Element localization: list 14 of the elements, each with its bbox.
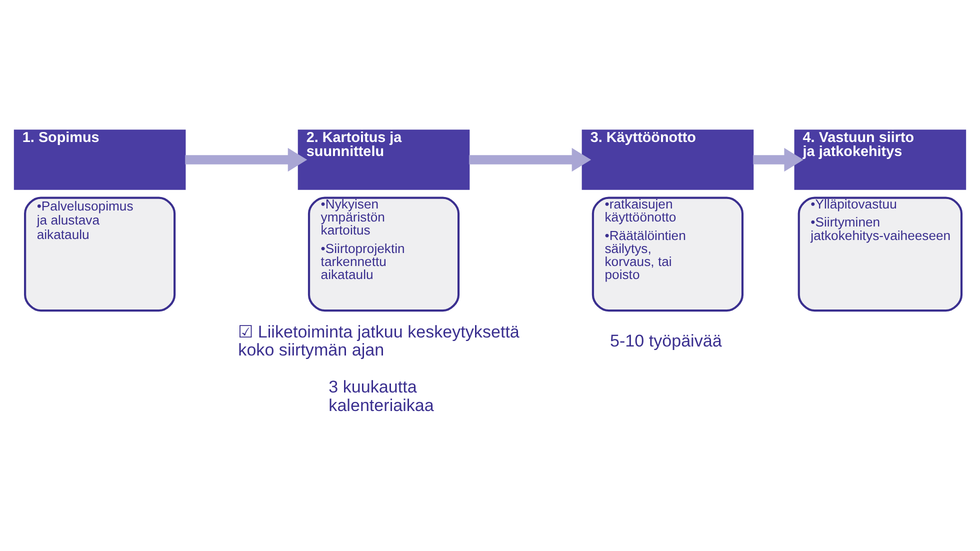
arrow	[185, 148, 308, 172]
node-box: •Nykyisen ympäristön kartoitus •Siirtoprojektin tarkennettu aikataulu	[308, 196, 460, 312]
node-box: 2. Kartoitus ja suunnittelu	[298, 130, 470, 190]
label: ☑ Liiketoiminta jatkuu keskeytyksettä koko siirtymän ajan	[238, 322, 520, 360]
arrow	[469, 148, 592, 172]
node-box: 4. Vastuun siirto ja jatkokehitys	[794, 130, 966, 190]
node-box: •Ylläpitovastuu •Siirtyminen jatkokehitys-vaiheeseen	[798, 196, 963, 312]
node-box: •ratkaisujen käyttöönotto •Räätälöintien säilytys, korvaus, tai poisto	[592, 196, 744, 312]
node-box: •Palvelusopimus ja alustava aikataulu	[24, 196, 176, 312]
node-box: 3. Käyttöönotto	[582, 130, 754, 190]
arrow	[753, 148, 804, 172]
label: 3 kuukautta kalenteriaikaa	[328, 377, 434, 415]
label: 5-10 työpäivää	[610, 332, 722, 351]
node-box: 1. Sopimus	[14, 130, 186, 190]
